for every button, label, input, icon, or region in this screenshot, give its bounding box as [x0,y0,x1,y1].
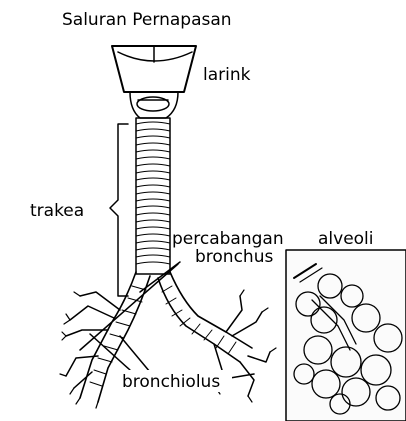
bronchus-label-line2: bronchus [195,247,273,267]
trachea-bracket [110,124,128,296]
larynx-drawing [112,46,196,118]
trachea-drawing [136,118,170,274]
diagram-title: Saluran Pernapasan [62,10,232,30]
bronchus-pointers [80,262,180,350]
trachea-label: trakea [30,201,84,221]
bronchus-label-line1: percabangan [172,229,284,249]
alveoli-label: alveoli [318,229,374,249]
larynx-label: larink [203,65,251,85]
alveoli-inset [286,250,406,421]
bronchiole-label: bronchiolus [122,372,220,392]
